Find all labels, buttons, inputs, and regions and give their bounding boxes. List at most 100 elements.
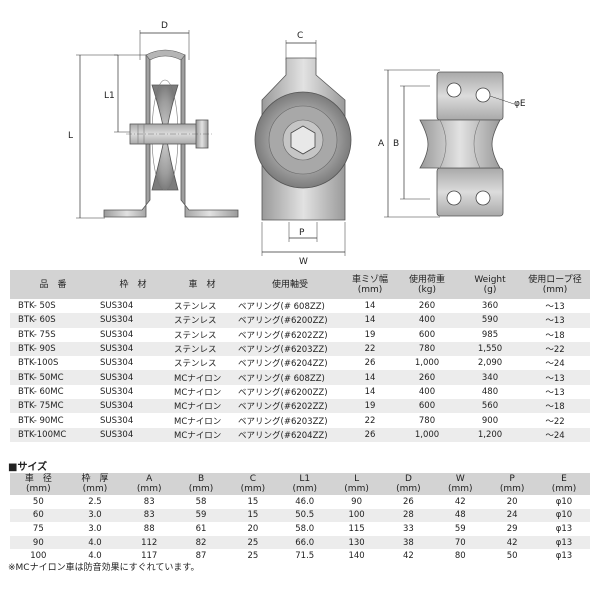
dim-w-label: W bbox=[299, 257, 308, 267]
spec-cell: 1,200 bbox=[477, 429, 503, 440]
dim-c-label: C bbox=[297, 31, 303, 41]
spec-cell: ～18 bbox=[545, 330, 565, 341]
size-cell: 20 bbox=[506, 496, 518, 507]
size-cell: 100 bbox=[30, 551, 47, 562]
spec-cell: ベアリング(#6203ZZ) bbox=[238, 416, 328, 427]
size-cell: 112 bbox=[141, 537, 158, 548]
spec-cell: MCナイロン bbox=[174, 402, 222, 413]
size-cell: 83 bbox=[143, 510, 155, 521]
size-cell: 20 bbox=[247, 523, 259, 534]
spec-cell: ベアリング(#6202ZZ) bbox=[238, 330, 328, 341]
dim-b-label: B bbox=[393, 139, 399, 149]
size-cell: 61 bbox=[195, 523, 207, 534]
spec-cell: 22 bbox=[364, 344, 376, 355]
size-header-7: D(mm) bbox=[396, 474, 421, 494]
technical-drawings: D L1 L C bbox=[0, 0, 600, 268]
dim-l1-label: L1 bbox=[104, 91, 115, 101]
spec-cell: 480 bbox=[481, 386, 499, 397]
spec-cell: BTK- 60S bbox=[18, 315, 56, 326]
size-header-5: L1(mm) bbox=[292, 474, 318, 494]
size-cell: 100 bbox=[348, 510, 365, 521]
size-cell: 59 bbox=[195, 510, 207, 521]
spec-cell: BTK-100S bbox=[18, 358, 59, 369]
spec-cell: ステンレス bbox=[174, 359, 217, 370]
spec-cell: ベアリング(# 608ZZ) bbox=[238, 373, 325, 384]
size-cell: 87 bbox=[195, 551, 207, 562]
size-table-header: 車 径(mm)枠 厚(mm)A(mm)B(mm)C(mm)L1(mm)L(mm)… bbox=[10, 473, 590, 495]
spec-cell: 400 bbox=[418, 386, 436, 397]
spec-cell: SUS304 bbox=[100, 429, 134, 440]
spec-cell: SUS304 bbox=[100, 344, 134, 355]
spec-table: 品 番枠 材車 材使用軸受車ミゾ幅(mm)使用荷重(kg)Weight(g)使用… bbox=[10, 270, 590, 442]
size-cell: 24 bbox=[506, 510, 518, 521]
size-cell: 60 bbox=[32, 510, 44, 521]
spec-header-4: 車ミゾ幅(mm) bbox=[351, 274, 388, 295]
spec-header-6: Weight(g) bbox=[474, 274, 506, 295]
size-cell: 42 bbox=[454, 496, 466, 507]
size-cell: 117 bbox=[141, 551, 158, 562]
spec-cell: SUS304 bbox=[100, 301, 134, 312]
size-cell: 70 bbox=[454, 537, 466, 548]
size-cell: φ10 bbox=[555, 496, 573, 507]
spec-cell: BTK- 90S bbox=[18, 344, 56, 355]
size-cell: 15 bbox=[247, 496, 259, 507]
size-cell: 115 bbox=[348, 523, 365, 534]
size-cell: 38 bbox=[403, 537, 414, 548]
size-header-0: 車 径(mm) bbox=[24, 474, 52, 494]
spec-cell: ベアリング(#6203ZZ) bbox=[238, 345, 328, 356]
spec-header-3: 使用軸受 bbox=[271, 279, 308, 290]
size-cell: 80 bbox=[454, 551, 466, 562]
spec-cell: SUS304 bbox=[100, 329, 134, 340]
size-cell: 25 bbox=[247, 537, 259, 548]
spec-cell: 260 bbox=[418, 372, 436, 383]
spec-cell: ～13 bbox=[545, 387, 565, 398]
size-cell: φ13 bbox=[555, 537, 573, 548]
spec-cell: 780 bbox=[418, 415, 436, 426]
size-cell: 71.5 bbox=[295, 551, 315, 562]
size-cell: 75 bbox=[32, 523, 44, 534]
dim-a-label: A bbox=[378, 139, 385, 149]
spec-header-7: 使用ロープ径(mm) bbox=[528, 274, 582, 295]
spec-cell: 340 bbox=[481, 372, 499, 383]
size-cell: 15 bbox=[247, 510, 259, 521]
size-cell: 4.0 bbox=[88, 537, 102, 548]
spec-cell: 2,090 bbox=[477, 358, 503, 369]
spec-cell: BTK- 50S bbox=[18, 301, 56, 312]
spec-cell: SUS304 bbox=[100, 358, 134, 369]
spec-cell: SUS304 bbox=[100, 401, 134, 412]
size-cell: 4.0 bbox=[88, 551, 102, 562]
size-cell: 26 bbox=[403, 496, 414, 507]
size-cell: φ13 bbox=[555, 551, 573, 562]
spec-cell: ステンレス bbox=[174, 316, 217, 327]
spec-cell: 19 bbox=[364, 329, 376, 340]
spec-cell: 1,000 bbox=[414, 358, 440, 369]
spec-cell: 260 bbox=[418, 301, 436, 312]
size-header-10: E(mm) bbox=[551, 474, 577, 494]
size-header-2: A(mm) bbox=[136, 474, 162, 494]
size-cell: 58.0 bbox=[295, 523, 315, 534]
size-cell: 83 bbox=[143, 496, 155, 507]
spec-cell: BTK-100MC bbox=[18, 429, 67, 440]
size-cell: 88 bbox=[143, 523, 155, 534]
size-header-9: P(mm) bbox=[499, 474, 525, 494]
size-cell: 50 bbox=[506, 551, 518, 562]
size-cell: 3.0 bbox=[88, 523, 102, 534]
spec-cell: 14 bbox=[364, 372, 376, 383]
size-cell: φ13 bbox=[555, 523, 573, 534]
dim-d-label: D bbox=[161, 21, 168, 31]
size-cell: 42 bbox=[403, 551, 414, 562]
spec-cell: SUS304 bbox=[100, 315, 134, 326]
spec-cell: SUS304 bbox=[100, 415, 134, 426]
size-cell: 42 bbox=[506, 537, 518, 548]
spec-cell: ～13 bbox=[545, 373, 565, 384]
spec-cell: ベアリング(# 608ZZ) bbox=[238, 302, 325, 313]
spec-cell: BTK- 50MC bbox=[18, 372, 64, 383]
size-cell: 3.0 bbox=[88, 510, 102, 521]
size-cell: 140 bbox=[348, 551, 365, 562]
size-cell: 82 bbox=[195, 537, 207, 548]
